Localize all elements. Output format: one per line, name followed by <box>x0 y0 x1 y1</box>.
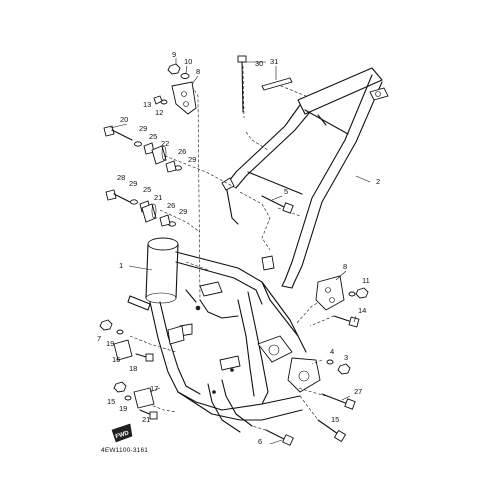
callout-28: 28 <box>117 173 125 182</box>
callout-17: 16 <box>112 355 120 364</box>
assembly-lines <box>129 65 335 431</box>
callout-10: 10 <box>184 57 192 66</box>
hardware-parts <box>99 55 369 446</box>
callout-8-lower: 8 <box>343 262 347 271</box>
callout-18: 17 <box>150 384 158 393</box>
callout-4: 4 <box>330 347 334 356</box>
callout-29-b: 29 <box>188 155 196 164</box>
callout-1: 1 <box>119 261 123 270</box>
callout-26-a: 26 <box>178 147 186 156</box>
callout-23: 21 <box>154 193 162 202</box>
fwd-label: FWD <box>115 430 130 440</box>
leader-lines <box>109 58 371 445</box>
callout-11: 9 <box>172 50 176 59</box>
callout-6: 6 <box>258 437 262 446</box>
callout-2: 2 <box>376 177 380 186</box>
callout-26-b: 26 <box>167 201 175 210</box>
callout-21-b: 21 <box>142 415 150 424</box>
callout-27: 27 <box>354 387 362 396</box>
callout-31: 31 <box>270 57 278 66</box>
callout-13: 12 <box>155 108 163 117</box>
callout-8-upper: 8 <box>196 67 200 76</box>
callout-21-a: 18 <box>129 364 137 373</box>
callout-14: 13 <box>143 100 151 109</box>
callout-3: 3 <box>344 353 348 362</box>
callout-22: 20 <box>120 115 128 124</box>
callout-5: 5 <box>284 187 288 196</box>
callout-29-a: 29 <box>139 124 147 133</box>
rear-subframe-drawing <box>221 67 389 289</box>
callout-25-a: 25 <box>149 132 157 141</box>
callout-30: 30 <box>255 59 263 68</box>
callout-25-b: 25 <box>143 185 151 194</box>
front-direction-arrow: FWD <box>111 423 133 443</box>
callout-29-d: 29 <box>179 207 187 216</box>
callout-24: 22 <box>161 139 169 148</box>
callout-labels: 9 10 8 13 12 30 31 20 29 25 22 26 29 2 2… <box>97 50 380 446</box>
callout-20: 19 <box>106 339 114 348</box>
callout-29-c: 29 <box>129 179 137 188</box>
callout-15-label: 15 <box>331 415 339 424</box>
callout-16: 15 <box>107 397 115 406</box>
diagram-code: 4EW1100-3161 <box>101 447 148 454</box>
main-frame-drawing <box>127 237 321 433</box>
callout-12: 14 <box>358 306 366 315</box>
callout-9: 11 <box>362 276 370 285</box>
callout-19-label: 19 <box>119 404 127 413</box>
callout-7: 7 <box>97 334 101 343</box>
